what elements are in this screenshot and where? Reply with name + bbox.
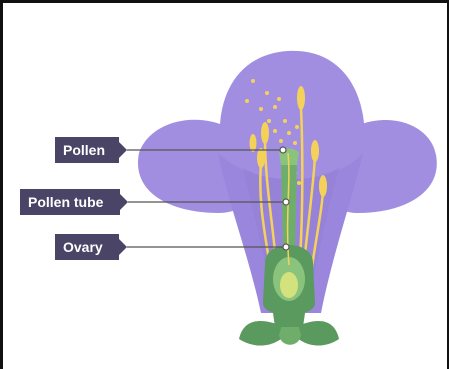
receptacle bbox=[271, 299, 307, 327]
label-pollen-tube: Pollen tube bbox=[20, 189, 120, 215]
label-ovary: Ovary bbox=[55, 234, 119, 260]
ovule bbox=[280, 272, 298, 298]
flower-diagram bbox=[3, 3, 449, 369]
label-pollen: Pollen bbox=[55, 137, 119, 163]
